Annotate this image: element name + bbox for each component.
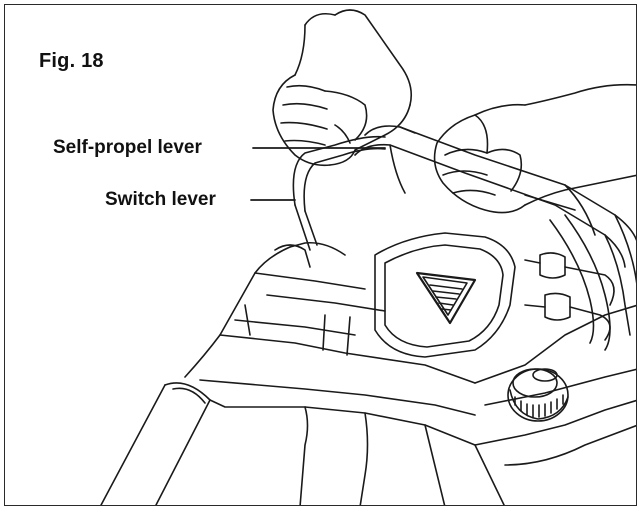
- self-propel-lever-drawing: [354, 125, 636, 351]
- leader-lines: [250, 147, 386, 201]
- left-hand-drawing: [272, 9, 413, 167]
- self-propel-lever-label: Self-propel lever: [53, 137, 202, 158]
- figure-frame: Fig. 18 Self-propel lever Switch lever: [4, 4, 637, 506]
- mower-handle-illustration: [100, 9, 636, 505]
- center-console: [374, 232, 516, 358]
- figure-label: Fig. 18: [39, 50, 104, 72]
- left-handle-tube: [100, 382, 211, 505]
- handle-console: [184, 241, 636, 505]
- switch-lever-drawing: [292, 135, 386, 251]
- adjustment-knob: [507, 368, 569, 422]
- right-mounts: [524, 252, 615, 341]
- switch-lever-label: Switch lever: [105, 189, 216, 210]
- right-hand-drawing: [433, 83, 636, 214]
